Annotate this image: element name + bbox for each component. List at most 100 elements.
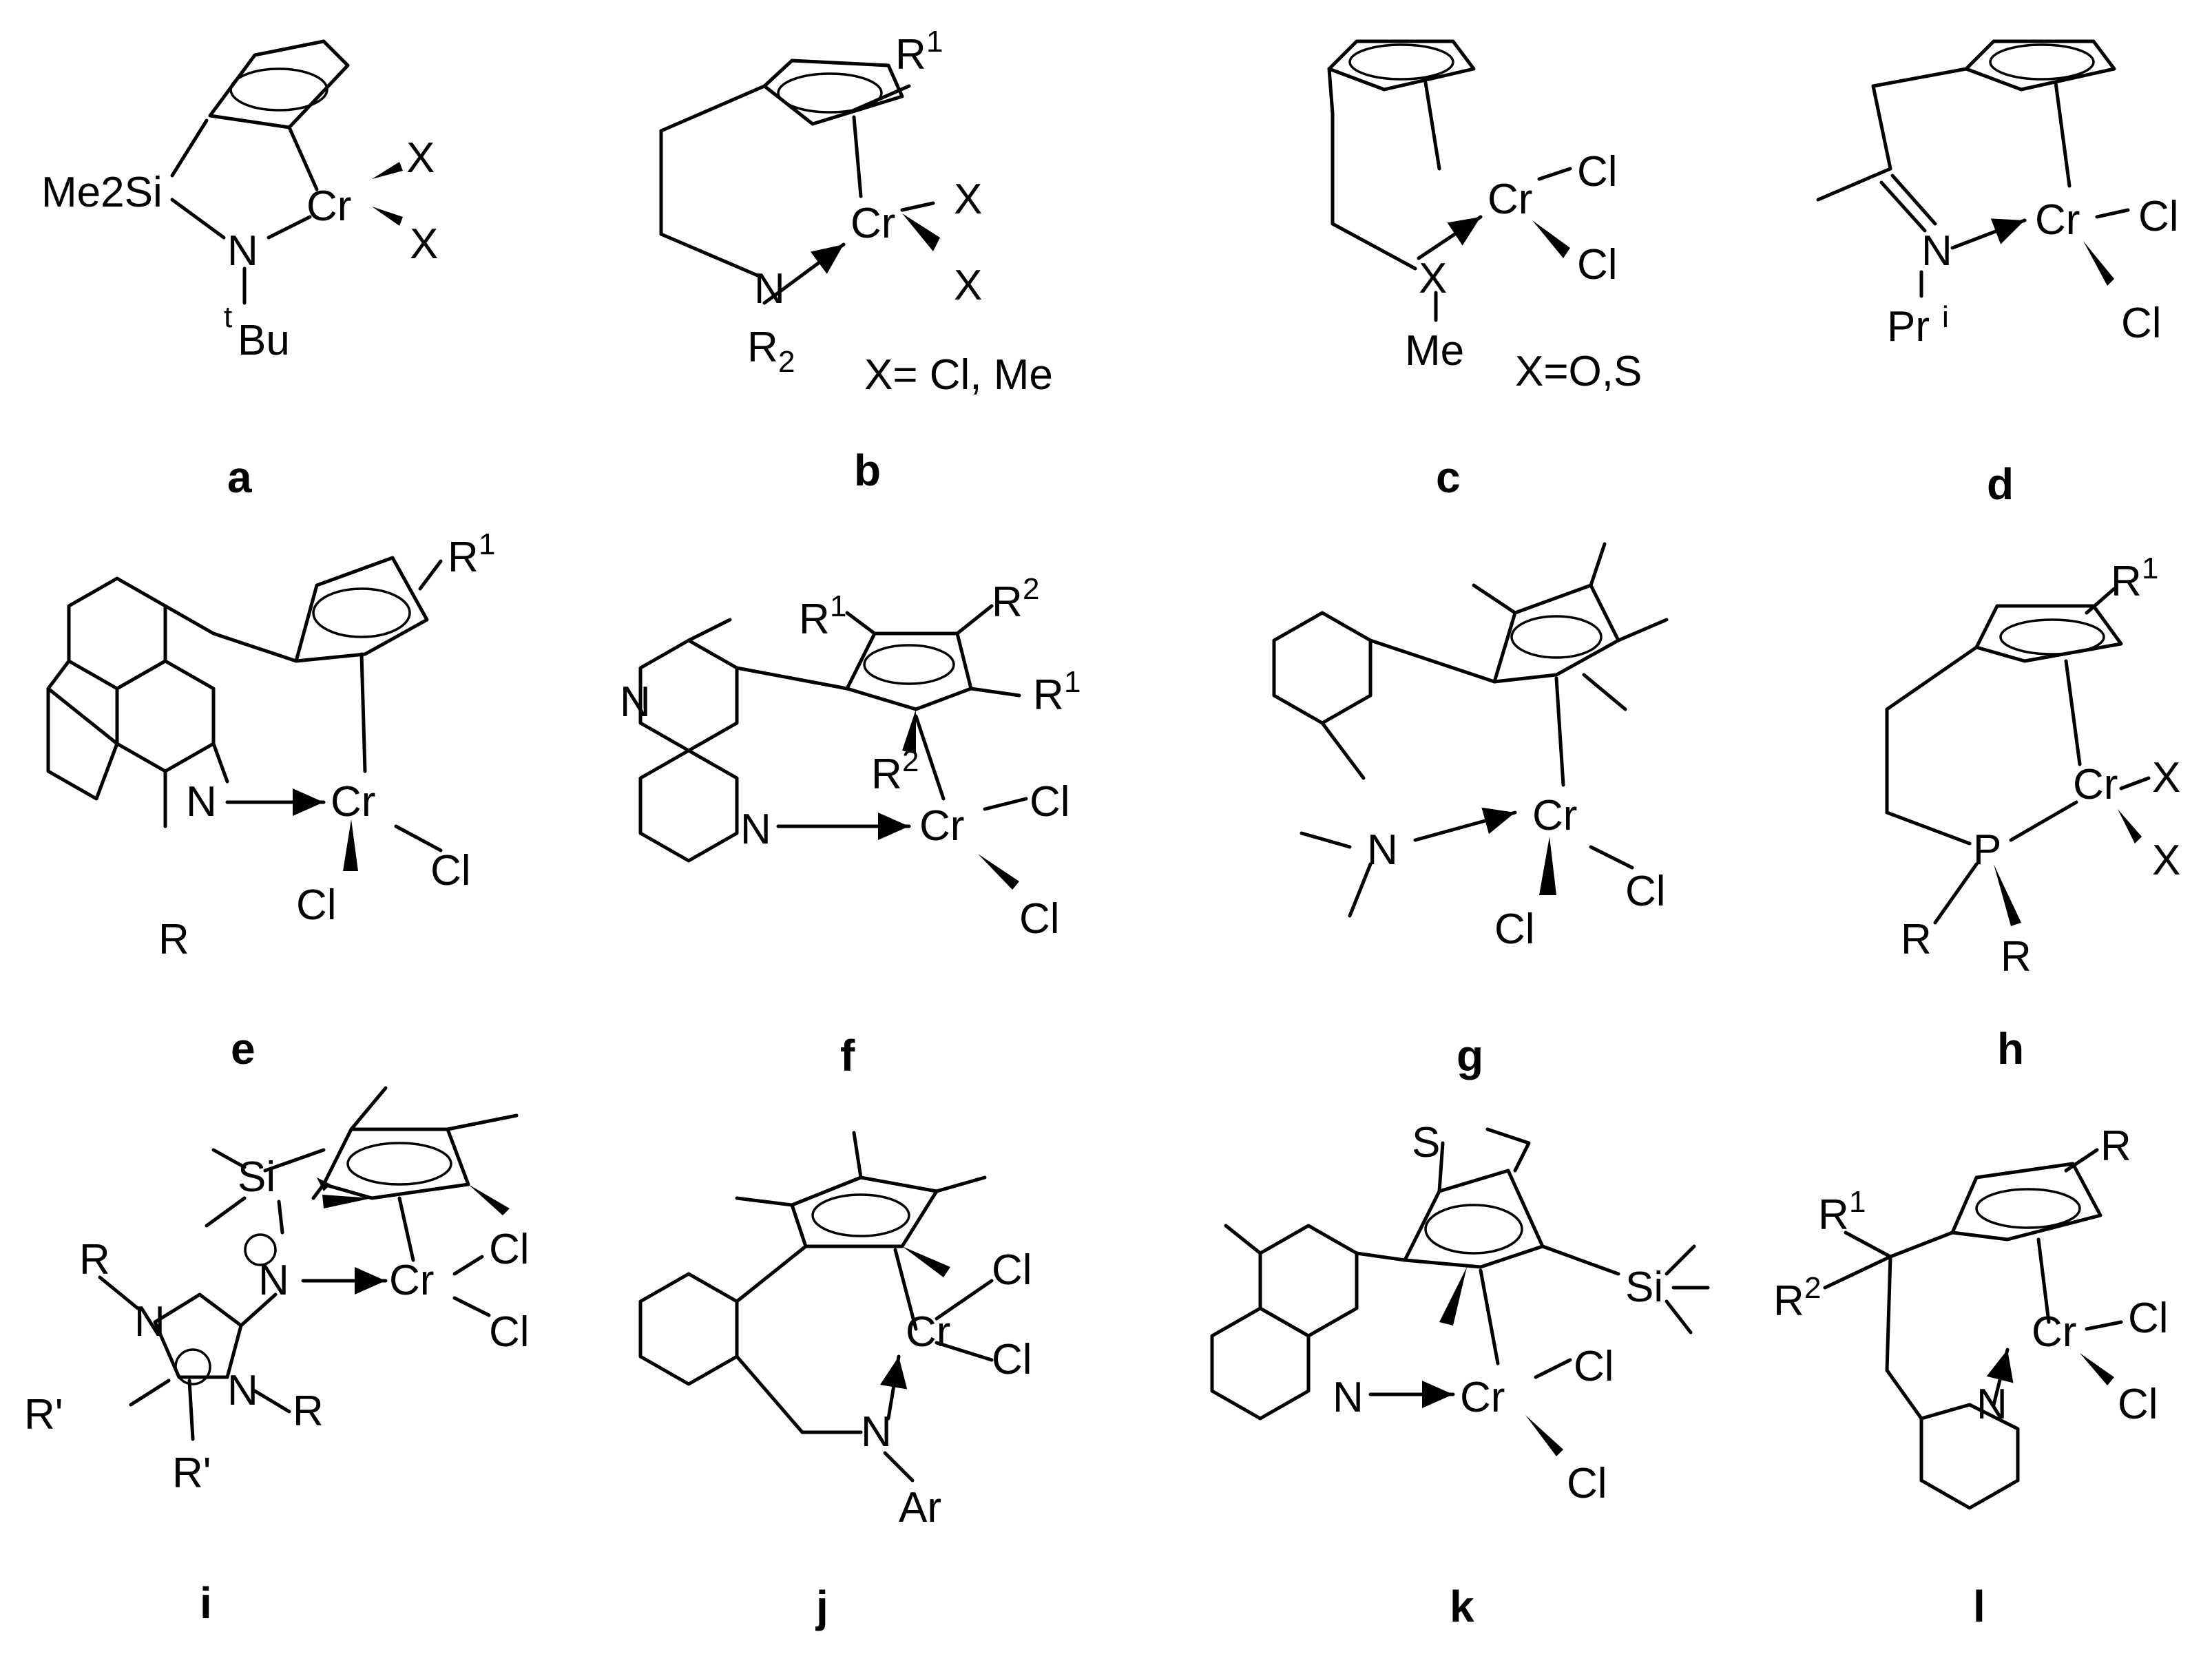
- panel-label-c: c: [1436, 452, 1461, 502]
- structure-e: R 1 N Cr Cl Cl R e: [46, 527, 495, 1074]
- atom-label: 2: [1023, 572, 1039, 606]
- atom-label: R: [747, 324, 778, 371]
- structure-c: X Me Cr Cl Cl X=O,S c: [1327, 39, 1642, 502]
- atom-label: Cl: [1625, 868, 1666, 915]
- atom-label: Pr: [1887, 303, 1930, 350]
- atom-label: Cr: [851, 200, 895, 247]
- atom-label: R: [2111, 558, 2142, 605]
- atom-label: Cl: [2138, 193, 2179, 240]
- note-b: X= Cl, Me: [864, 351, 1053, 399]
- panel-label-e: e: [231, 1024, 255, 1074]
- atom-label: X: [954, 262, 982, 309]
- structure-b: R 1 N Cr X X R 2 X= Cl, Me b: [659, 25, 1053, 495]
- atom-label: R: [1033, 671, 1064, 719]
- atom-label: X: [2152, 837, 2180, 884]
- structure-d: N Pr i Cr Cl Cl d: [1816, 39, 2179, 509]
- atom-label: R: [79, 1236, 110, 1284]
- atom-label: S: [1412, 1119, 1440, 1166]
- panel-label-i: i: [200, 1578, 212, 1628]
- atom-label: N: [740, 806, 771, 853]
- panel-label-j: j: [815, 1582, 828, 1631]
- structure-f: N N R 1 R 2 R 1 R 2 Cr Cl Cl f: [620, 572, 1081, 1080]
- atom-label: Cr: [389, 1257, 434, 1304]
- atom-label: Cl: [430, 847, 471, 894]
- panel-label-k: k: [1450, 1582, 1474, 1631]
- atom-label: N: [861, 1408, 892, 1456]
- structure-k: S Si N Cr Cl Cl k: [1210, 1119, 1710, 1631]
- atom-label: N: [754, 265, 785, 313]
- atom-label: N: [186, 778, 217, 826]
- atom-label: Me2Si: [41, 169, 163, 216]
- atom-label: 1: [2142, 552, 2158, 585]
- atom-label: Me: [1405, 327, 1464, 375]
- atom-label: N: [1976, 1381, 2007, 1428]
- atom-label: Cr: [906, 1308, 950, 1356]
- atom-label: N: [258, 1257, 289, 1304]
- atom-label: X: [406, 134, 435, 182]
- structure-i: Si N Cr Cl Cl N N R R R' R' i: [24, 1086, 530, 1628]
- atom-label: N: [227, 1367, 258, 1414]
- atom-label: Bu: [238, 317, 290, 364]
- atom-label: Cl: [992, 1246, 1032, 1294]
- atom-label: Ar: [899, 1484, 941, 1531]
- atom-label: X: [954, 176, 982, 223]
- atom-label: R: [293, 1388, 324, 1435]
- atom-label: Cl: [2121, 300, 2162, 347]
- atom-label: R': [172, 1449, 211, 1497]
- atom-label: Cl: [296, 881, 337, 929]
- atom-label: 1: [1849, 1185, 1866, 1219]
- atom-label: Cl: [1577, 241, 1618, 289]
- atom-label: Cr: [919, 802, 964, 850]
- structure-g: N Cr Cl Cl g: [1272, 542, 1669, 1080]
- atom-label: Cr: [331, 778, 375, 826]
- structure-l: R R 1 R 2 N Cr Cl Cl l: [1773, 1122, 2169, 1631]
- atom-label: N: [134, 1298, 165, 1345]
- atom-label: 1: [926, 25, 943, 59]
- structure-a: Me2Si N Cr X X t Bu a: [41, 39, 438, 502]
- panel-label-f: f: [840, 1031, 855, 1080]
- atom-label: R: [895, 31, 926, 78]
- atom-label: Cl: [489, 1308, 530, 1356]
- atom-label: R: [2100, 1122, 2131, 1170]
- atom-label: P: [1973, 826, 2001, 874]
- atom-label: Cl: [2118, 1381, 2158, 1428]
- atom-label: 1: [1064, 665, 1081, 699]
- atom-label: Cr: [306, 182, 351, 230]
- panel-label-h: h: [1997, 1024, 2024, 1074]
- panel-label-g: g: [1457, 1031, 1483, 1080]
- atom-label: R: [2001, 933, 2032, 981]
- atom-label: Cl: [489, 1226, 530, 1273]
- atom-label: R: [158, 916, 189, 963]
- atom-label: Si: [1625, 1264, 1663, 1311]
- structure-h: R 1 P Cr X X R R h: [1885, 552, 2180, 1074]
- panel-label-a: a: [227, 452, 252, 502]
- atom-label: R: [1818, 1191, 1849, 1239]
- panel-label-d: d: [1987, 459, 2014, 509]
- atom-label: R: [448, 534, 479, 581]
- panel-label-b: b: [854, 446, 881, 495]
- atom-label: 2: [1804, 1271, 1821, 1305]
- atom-label: 2: [902, 744, 919, 778]
- atom-label: R: [1773, 1277, 1804, 1325]
- atom-label: N: [1333, 1374, 1364, 1421]
- atom-label: R': [24, 1391, 63, 1438]
- atom-label: Cl: [1574, 1343, 1614, 1390]
- atom-label: Cr: [1460, 1374, 1505, 1421]
- atom-label: Cl: [1019, 895, 1060, 943]
- atom-label: Cr: [2073, 761, 2118, 808]
- structure-j: N Ar Cr Cl Cl j: [638, 1131, 1032, 1631]
- atom-label: Cr: [1488, 176, 1532, 223]
- atom-label: Cl: [1030, 778, 1070, 826]
- atom-label: i: [1942, 300, 1949, 334]
- atom-label: Cl: [992, 1336, 1032, 1383]
- atom-label: R: [1901, 916, 1932, 963]
- atom-label: Cr: [2035, 196, 2080, 244]
- atom-label: Cl: [1577, 148, 1618, 196]
- panel-label-l: l: [1973, 1582, 1985, 1631]
- atom-label: Si: [238, 1153, 275, 1201]
- atom-label: R: [871, 751, 902, 798]
- atom-label: 1: [479, 527, 495, 561]
- atom-label: Cl: [2128, 1295, 2169, 1342]
- atom-label: X: [410, 220, 438, 268]
